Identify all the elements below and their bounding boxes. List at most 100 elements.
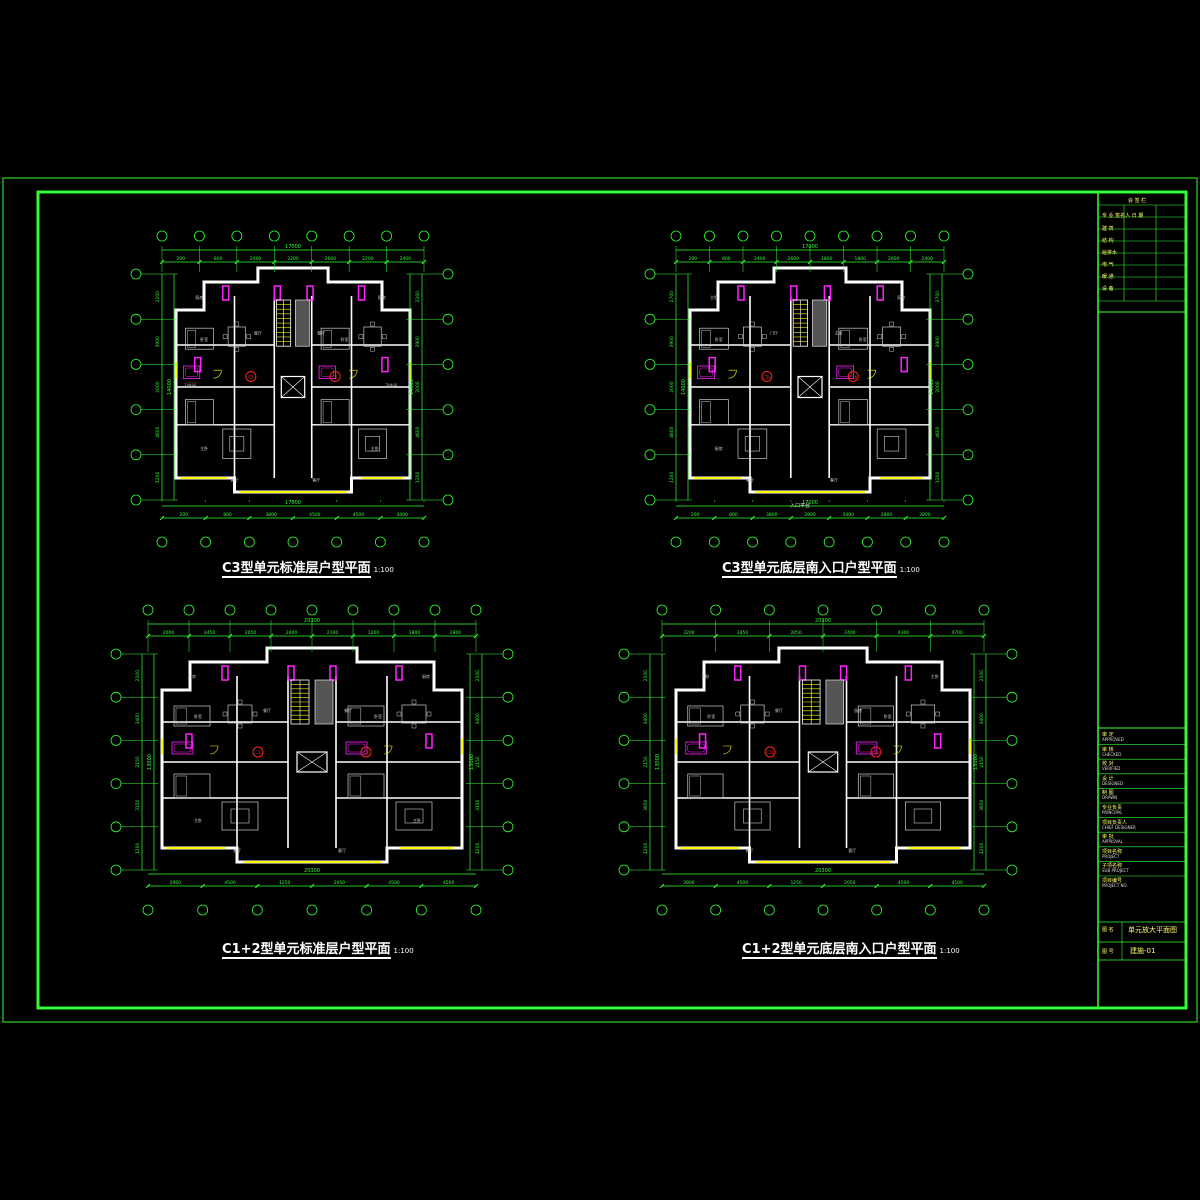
dining-chair-icon [411, 699, 417, 705]
dining-chair-icon [252, 711, 258, 717]
bottom-dim-dim-label: 4500 [388, 880, 400, 886]
unit-tag-text: C2a [872, 750, 880, 755]
fixture-accent [790, 285, 798, 301]
bottom-dim-axis-bubble [817, 904, 829, 916]
top-dim-dim-label: 4300 [898, 630, 910, 636]
unit-tag-circle [360, 746, 372, 758]
room-door-swing [893, 745, 902, 755]
dining-chair-icon [222, 711, 228, 717]
top-dim-axis-bubble [978, 604, 990, 616]
room-label: 主卧 [200, 445, 208, 451]
top-dim-dim-label: 800 [214, 256, 223, 262]
bottom-dim-axis-bubble [924, 904, 936, 916]
top-dim-dim-label: 1200 [368, 630, 380, 636]
fixture-accent [823, 285, 832, 301]
bathroom-bathtub-icon [836, 365, 854, 380]
dining-chair-icon [246, 334, 251, 339]
room-door-swing [728, 369, 737, 379]
top-dim-tick-mark [268, 633, 274, 639]
room-label: 卧室 [374, 713, 382, 719]
left-dim-axis-bubble [110, 735, 122, 746]
room-label: 餐厅 [775, 707, 783, 713]
bottom-dim-dim-label: 2800 [881, 512, 893, 518]
top-dim-tick-mark [227, 633, 233, 639]
unit-tag-text: C3 [248, 375, 254, 380]
fixture-accent [221, 665, 229, 681]
left-dim-axis-bubble [618, 648, 630, 660]
room-label: 卧室 [194, 713, 202, 719]
master-bedroom-pillow-icon [175, 775, 188, 797]
right-dim-dim-label: 3400 [979, 713, 985, 725]
right-dim-axis-bubble [502, 735, 514, 746]
left-dim-axis-bubble [130, 449, 142, 461]
bottom-dim-total-text: 20300 [815, 868, 831, 874]
bottom-dim-axis-bubble [287, 536, 299, 548]
core-shaft-hatch [295, 299, 310, 347]
top-dim-tick-mark [820, 633, 826, 639]
unit-tag-circle [252, 746, 264, 758]
top-dim-total-text: 17000 [285, 244, 301, 250]
bottom-dim-dim-label: 1250 [279, 880, 291, 886]
fixture-accent [933, 733, 942, 749]
dining-chair-icon [411, 723, 417, 729]
top-dim-tick-mark [432, 633, 438, 639]
room-label: 客厅 [231, 477, 239, 483]
dining-chair-icon [370, 321, 375, 327]
bottom-dim-tick-mark [927, 883, 933, 889]
left-dim-axis-bubble [130, 494, 142, 506]
top-dim-dim-label: 2000 [163, 630, 175, 636]
dining-chair-icon [750, 723, 755, 729]
bottom-dim-total-text: 17000 [802, 500, 818, 506]
bottom-dim-tick-mark [820, 883, 826, 889]
bottom-dim-total-text: 20300 [304, 868, 320, 874]
top-dim-axis-bubble [343, 230, 355, 242]
bedroom-bed-icon [857, 705, 894, 727]
top-dim-axis-bubble [231, 230, 243, 242]
top-dim-dim-label: 4700 [951, 630, 963, 636]
bottom-dim-tick-mark [766, 883, 772, 889]
bottom-dim-tick-mark [418, 883, 424, 889]
living-sofa-icon [737, 428, 768, 459]
bedroom-pillow-icon [349, 707, 362, 725]
living-coffee-table-icon [229, 436, 245, 452]
bottom-dim-dim-label: 4500 [951, 880, 963, 886]
room-door-swing [213, 369, 222, 379]
living-sofa-icon [876, 428, 907, 459]
top-dim-axis-bubble [418, 230, 430, 242]
tb-discipline-equip: 设 备 [1102, 286, 1114, 292]
top-dim-axis-bubble [183, 604, 195, 616]
bathroom-tub-inner-icon [173, 743, 192, 753]
outer-sheet-border [2, 177, 1198, 1023]
right-dim-total-text: 13000 [469, 754, 475, 770]
room-label: 餐厅 [263, 707, 271, 713]
top-dim-tick-mark [186, 633, 192, 639]
bottom-dim-dim-label: 4500 [353, 512, 365, 518]
top-dim-dim-label: 2050 [790, 630, 802, 636]
living-sofa-icon [358, 428, 387, 459]
tb-discipline-elec: 电 气 [1102, 262, 1114, 268]
right-dim-axis-bubble [442, 268, 454, 280]
right-dim-dim-label: 1200 [475, 843, 481, 855]
fixture-accent [734, 665, 742, 681]
core-shaft-hatch [825, 679, 844, 725]
left-dim-dim-label: 1200 [669, 472, 675, 484]
right-dim-axis-bubble [502, 821, 514, 833]
bedroom-pillow-icon [689, 707, 701, 725]
master-bedroom-bed-icon [173, 773, 211, 799]
dining-chair-icon [889, 321, 894, 327]
bottom-dim-axis-bubble [243, 536, 255, 548]
master-bedroom-bed-icon [687, 773, 724, 799]
fixture-accent [329, 665, 337, 681]
right-dim-total-text: 13000 [973, 754, 979, 770]
outer-wall [160, 646, 464, 864]
unit-tag-circle [764, 746, 776, 758]
left-dim-dim-label: 2000 [155, 381, 161, 393]
bottom-dim-axis-bubble [200, 536, 212, 548]
bottom-dim-dim-label: 3800 [766, 512, 778, 518]
top-dim-axis-bubble [710, 604, 722, 616]
room-label: 卧室 [707, 713, 715, 719]
bottom-dim-axis-bubble [142, 904, 154, 916]
bottom-dim-axis-bubble [418, 536, 430, 548]
room-door-swing [209, 745, 219, 755]
